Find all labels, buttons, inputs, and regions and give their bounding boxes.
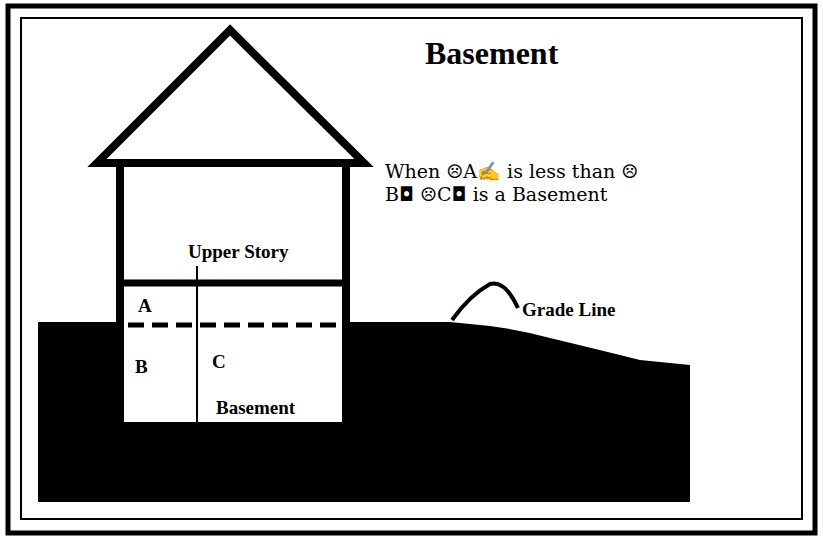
roof (97, 30, 364, 163)
label: C (212, 352, 226, 373)
grade-dashed-line (128, 323, 340, 328)
inner-frame (21, 18, 802, 519)
height-divider (196, 266, 198, 424)
house-interior (124, 167, 344, 422)
right-wall (342, 165, 350, 425)
left-wall (116, 165, 124, 425)
label: A (138, 296, 152, 317)
label: Basement (216, 398, 295, 419)
basement-floor (124, 425, 342, 428)
label: Upper Story (188, 242, 288, 263)
label: When ☹A✍ is less than ☹B◘ ☹C◘ is a Basem… (385, 160, 655, 206)
floor-line (120, 280, 346, 287)
label: B (135, 357, 148, 378)
outer-frame (8, 6, 815, 533)
grade-mound (452, 284, 518, 321)
title: Basement (425, 36, 558, 71)
label: Grade Line (520, 300, 617, 321)
